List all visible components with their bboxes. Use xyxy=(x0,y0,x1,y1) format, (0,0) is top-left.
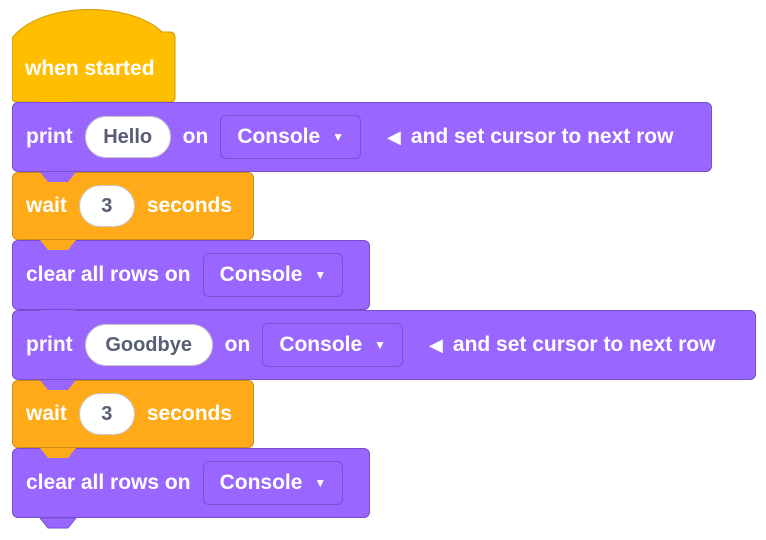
console-dropdown[interactable]: Console ▼ xyxy=(202,461,344,505)
seconds-label: seconds xyxy=(146,194,233,217)
clear-rows-label: clear all rows on xyxy=(26,471,191,494)
when-started-label: when started xyxy=(25,57,155,80)
wait-block-2[interactable]: wait 3 seconds xyxy=(12,380,254,448)
on-keyword: on xyxy=(182,125,209,148)
triangle-left-icon: ◀ xyxy=(387,126,401,147)
block-connector-notch xyxy=(40,239,76,251)
clear-rows-label: clear all rows on xyxy=(26,263,191,286)
seconds-label: seconds xyxy=(146,402,233,425)
print-text-input[interactable]: Goodbye xyxy=(84,324,213,366)
print-block-1[interactable]: print Hello on Console ▼ ◀ and set curso… xyxy=(12,102,712,172)
console-dropdown[interactable]: Console ▼ xyxy=(202,253,344,297)
block-connector-notch xyxy=(40,309,76,321)
console-dropdown-label: Console xyxy=(219,471,303,494)
triangle-down-icon: ▼ xyxy=(314,268,327,282)
print-text-input[interactable]: Hello xyxy=(84,116,171,158)
block-connector-notch xyxy=(38,517,78,529)
triangle-down-icon: ▼ xyxy=(332,130,345,144)
console-dropdown[interactable]: Console ▼ xyxy=(220,115,362,159)
wait-seconds-input[interactable]: 3 xyxy=(78,185,135,227)
on-keyword: on xyxy=(224,333,251,356)
wait-block-1[interactable]: wait 3 seconds xyxy=(12,172,254,240)
print-block-2[interactable]: print Goodbye on Console ▼ ◀ and set cur… xyxy=(12,310,756,380)
hat-shape xyxy=(12,9,176,104)
console-dropdown-label: Console xyxy=(279,333,363,356)
triangle-down-icon: ▼ xyxy=(374,338,387,352)
block-connector-notch xyxy=(40,447,76,459)
wait-seconds-input[interactable]: 3 xyxy=(78,393,135,435)
set-cursor-label: and set cursor to next row xyxy=(452,333,716,356)
console-dropdown[interactable]: Console ▼ xyxy=(262,323,404,367)
block-connector-notch xyxy=(40,171,76,183)
console-dropdown-label: Console xyxy=(219,263,303,286)
console-dropdown-label: Console xyxy=(237,125,321,148)
clear-rows-block-2[interactable]: clear all rows on Console ▼ xyxy=(12,448,370,518)
block-connector-notch xyxy=(40,379,76,391)
print-keyword: print xyxy=(26,333,73,356)
wait-keyword: wait xyxy=(26,194,67,217)
clear-rows-block-1[interactable]: clear all rows on Console ▼ xyxy=(12,240,370,310)
set-cursor-label: and set cursor to next row xyxy=(410,125,674,148)
when-started-hat-block[interactable]: when started xyxy=(12,8,176,104)
wait-keyword: wait xyxy=(26,402,67,425)
triangle-left-icon: ◀ xyxy=(429,334,443,355)
print-keyword: print xyxy=(26,125,73,148)
triangle-down-icon: ▼ xyxy=(314,476,327,490)
